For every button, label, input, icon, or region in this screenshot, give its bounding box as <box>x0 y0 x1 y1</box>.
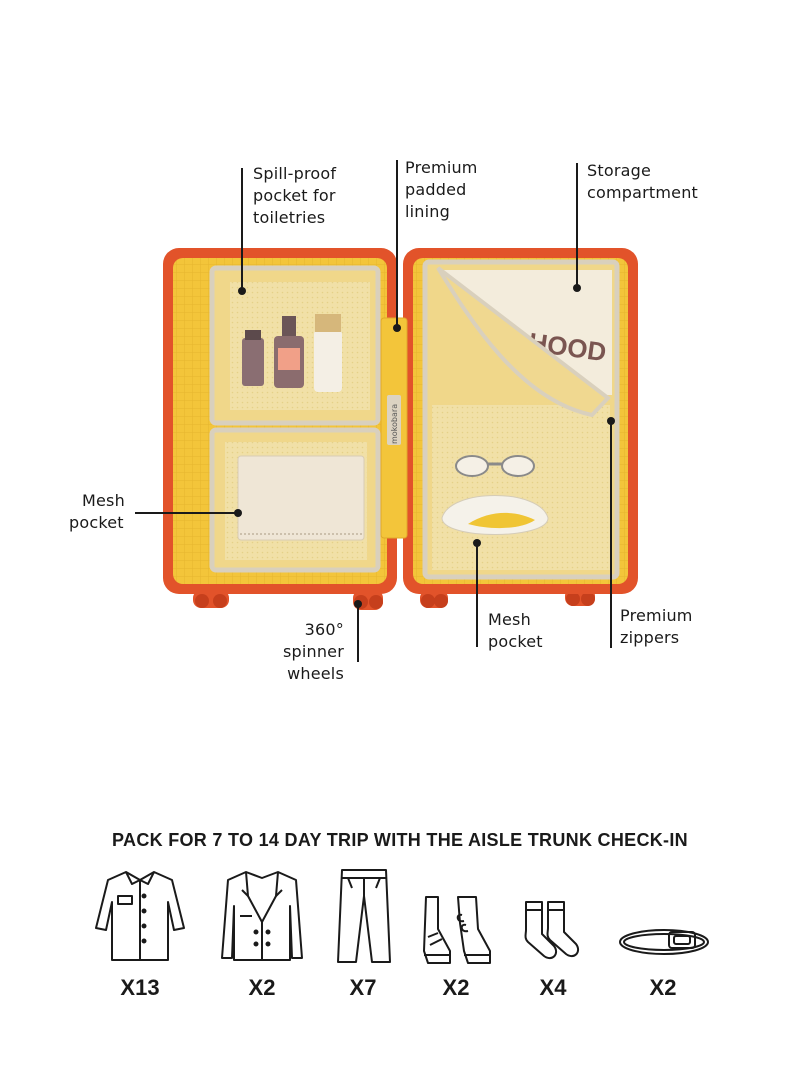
shoes-icon <box>423 896 491 964</box>
belt-count: X2 <box>649 975 677 1000</box>
spinner-label: 360° spinner wheels <box>282 620 344 683</box>
trousers-count: X7 <box>349 975 377 1000</box>
open-suitcase-illustration: mokobara HOOD <box>163 248 638 610</box>
storage-dot <box>573 284 581 292</box>
spinner-wheels <box>193 588 595 610</box>
storage-compartment: HOOD <box>436 266 612 418</box>
mesh-left-leader <box>135 512 239 514</box>
zippers-leader <box>610 420 612 648</box>
spill-proof-dot <box>238 287 246 295</box>
notebook <box>237 455 365 541</box>
mesh-right-dot <box>473 539 481 547</box>
socks-count: X4 <box>539 975 567 1000</box>
mesh-right-label: Mesh pocket <box>488 610 543 651</box>
spill-proof-label: Spill-proof pocket for toiletries <box>253 164 337 227</box>
belt-icon <box>619 929 709 955</box>
spinner-leader <box>357 605 359 662</box>
spill-proof-leader <box>241 168 243 290</box>
shirt-icon <box>95 871 185 961</box>
sunglasses <box>455 455 535 477</box>
mesh-left-dot <box>234 509 242 517</box>
blazer-icon <box>221 871 303 961</box>
mesh-left-label: Mesh pocket <box>69 491 125 532</box>
storage-leader <box>576 163 578 288</box>
trousers-icon <box>337 869 391 963</box>
blazer-count: X2 <box>248 975 276 1000</box>
padded-lining-leader <box>396 160 398 328</box>
mesh-right-leader <box>476 543 478 647</box>
eye-mask <box>441 495 549 535</box>
padded-lining-dot <box>393 324 401 332</box>
socks-icon <box>524 901 580 960</box>
packing-headline: PACK FOR 7 TO 14 DAY TRIP WITH THE AISLE… <box>112 830 688 850</box>
toiletries <box>242 314 342 392</box>
shoes-count: X2 <box>442 975 470 1000</box>
shirt-count: X13 <box>120 975 160 1000</box>
padded-lining-label: Premium padded lining <box>405 158 478 221</box>
brand-tag: mokobara <box>390 404 399 444</box>
zippers-dot <box>607 417 615 425</box>
spinner-dot <box>354 600 362 608</box>
storage-label: Storage compartment <box>587 161 699 202</box>
zippers-label: Premium zippers <box>620 606 693 647</box>
